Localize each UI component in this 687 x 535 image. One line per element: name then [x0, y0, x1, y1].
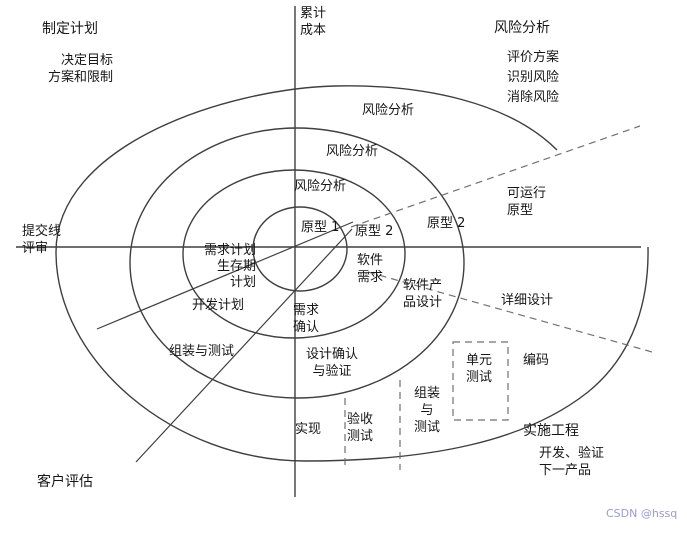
label-commit-line-review: 提交线 评审	[22, 224, 62, 256]
label-risk-analysis-turn2: 风险分析	[326, 144, 379, 159]
spiral-turn-1	[252, 206, 348, 292]
label-requirements-lifecycle-plan: 需求计划 生存期 计划	[203, 243, 256, 290]
label-implementation: 实现	[295, 422, 322, 437]
label-software-product-design: 软件产 品设计	[403, 278, 443, 310]
label-prototype-2-outer: 原型 2	[427, 216, 466, 231]
sector-divider-right	[367, 271, 653, 353]
watermark-text: CSDN @hssq	[606, 507, 678, 520]
unit-test-box	[452, 341, 509, 421]
label-customer-evaluation: 客户评估	[37, 474, 93, 490]
label-make-plan: 制定计划	[42, 21, 98, 37]
label-risk-analysis-turn1: 风险分析	[362, 103, 415, 118]
label-acceptance-test: 验收 测试	[347, 412, 374, 444]
label-implementation-engineering: 实施工程	[523, 423, 579, 439]
label-prototype-2-inner: 原型 2	[355, 224, 394, 239]
label-operational-prototype: 可运行 原型	[507, 186, 547, 218]
customer-eval-line-2	[135, 228, 353, 463]
label-unit-test: 单元 测试	[466, 353, 493, 385]
label-design-validation-verification: 设计确认 与验证	[305, 347, 358, 379]
label-risk-analysis-header: 风险分析	[494, 20, 550, 36]
label-integration-test-column: 组装 与 测试	[413, 386, 440, 435]
label-risk-analysis-steps: 评价方案 识别风险 消除风险	[507, 50, 560, 106]
label-cumulative-cost: 累计 成本	[300, 6, 327, 38]
label-development-plan: 开发计划	[192, 298, 245, 313]
label-risk-analysis-turn3: 风险分析	[294, 179, 347, 194]
label-prototype-1: 原型 1	[301, 220, 340, 235]
label-requirements-validation: 需求 确认	[293, 303, 320, 335]
label-coding: 编码	[523, 353, 550, 368]
sector-divider-upper-right	[350, 125, 641, 228]
spiral-turn-4	[55, 85, 649, 462]
spiral-turn-2	[182, 169, 406, 339]
spiral-turn-3	[129, 127, 465, 399]
customer-eval-line-1	[96, 221, 354, 330]
label-make-plan-sub: 决定目标 方案和限制	[47, 53, 113, 85]
label-develop-verify-next: 开发、验证 下一产品	[539, 446, 605, 478]
label-software-requirements: 软件 需求	[357, 253, 384, 285]
label-integration-and-test: 组装与测试	[169, 344, 235, 359]
label-detailed-design: 详细设计	[501, 293, 554, 308]
